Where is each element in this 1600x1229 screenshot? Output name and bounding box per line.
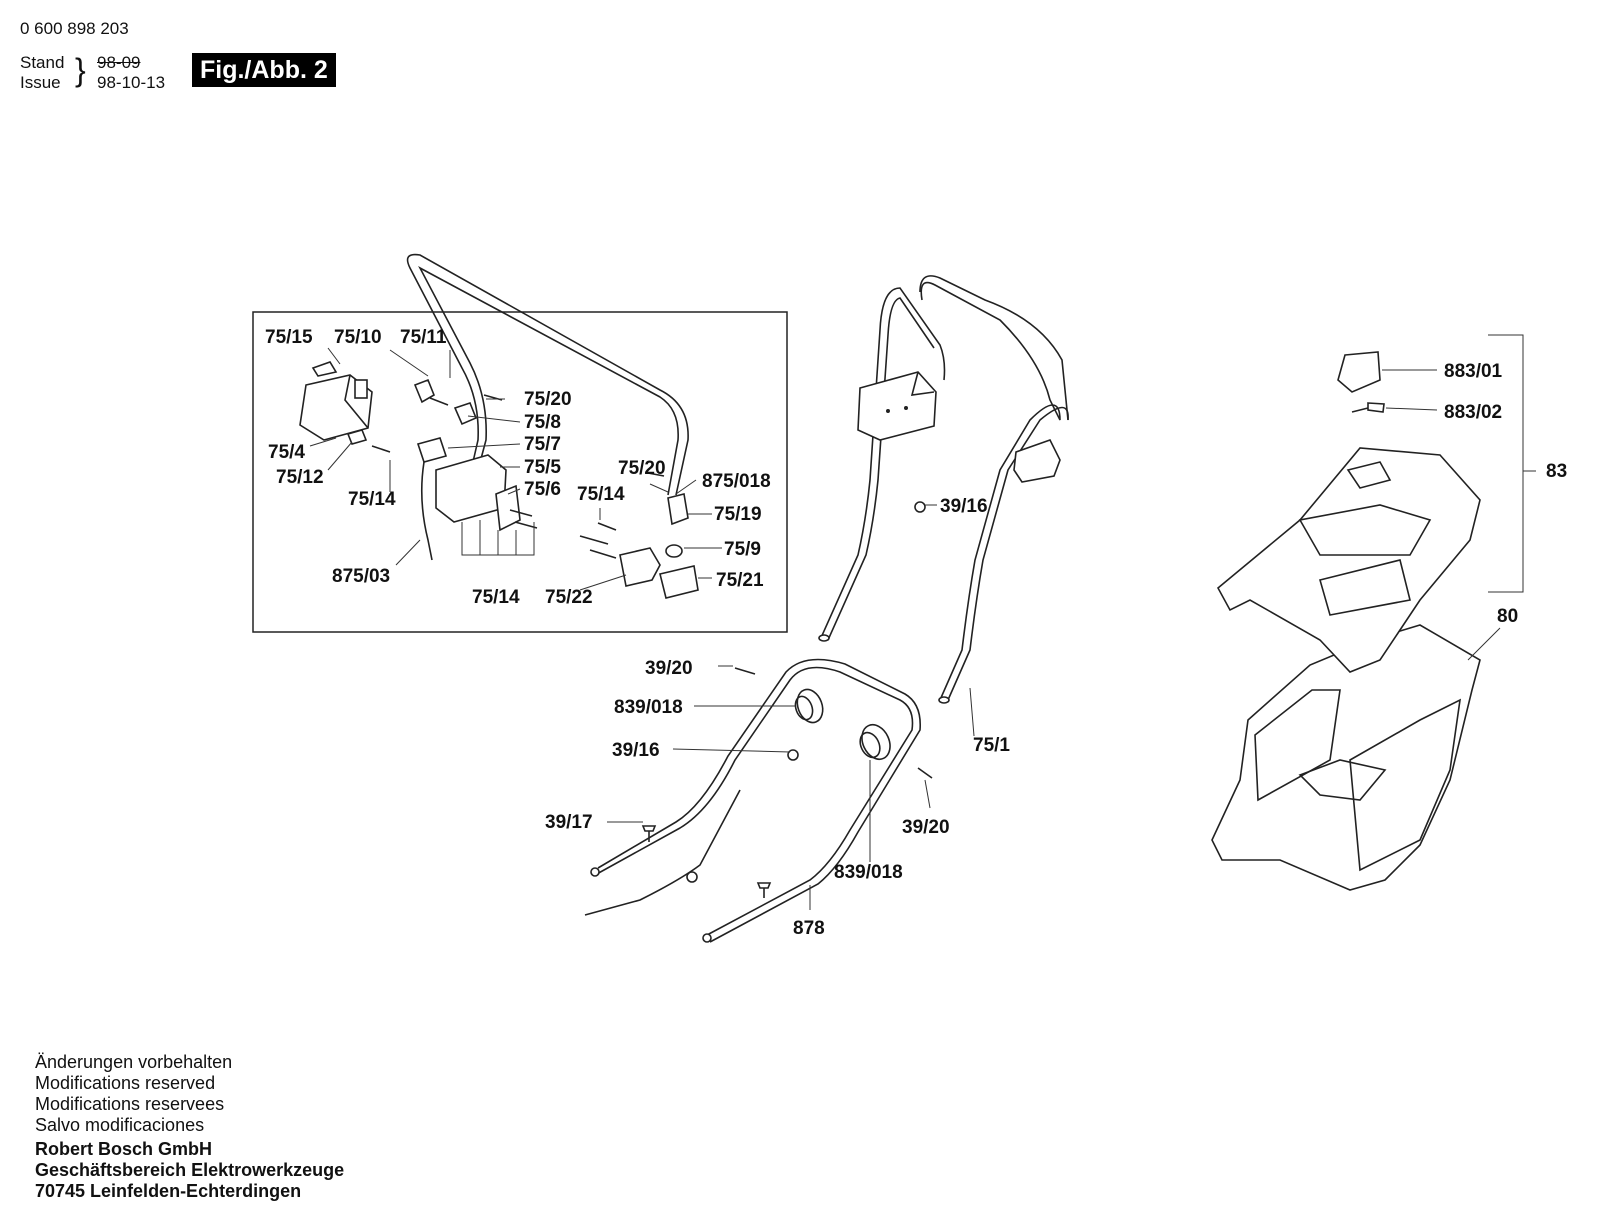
callout-878: 878 <box>793 918 825 939</box>
knob-839-018-upper <box>794 688 824 724</box>
callout-75-6: 75/6 <box>524 479 561 500</box>
figure-badge: Fig./Abb. 2 <box>192 53 336 87</box>
issue-date: 98-10-13 <box>97 73 166 92</box>
callout-75-19: 75/19 <box>714 504 762 525</box>
callout-75-9: 75/9 <box>724 539 761 560</box>
footer-line-en: Modifications reserved <box>35 1073 216 1093</box>
callout-75-14-mid: 75/14 <box>577 484 625 505</box>
footer-line-de: Änderungen vorbehalten <box>35 1052 233 1072</box>
leader-lines <box>309 347 1501 910</box>
callout-75-4: 75/4 <box>268 442 305 463</box>
footer-line-fr: Modifications reservees <box>35 1094 225 1114</box>
callout-75-1: 75/1 <box>973 735 1010 756</box>
callout-75-20-upper: 75/20 <box>524 389 572 410</box>
stand-date-struck: 98-09 <box>97 53 141 72</box>
brace-glyph: } <box>75 52 86 88</box>
callout-75-15: 75/15 <box>265 327 313 348</box>
callout-75-21: 75/21 <box>716 570 764 591</box>
grass-bag-cover-83 <box>1216 351 1481 673</box>
knob-839-018-lower <box>859 723 891 761</box>
grass-bag-80 <box>1211 624 1481 891</box>
footer-address: 70745 Leinfelden-Echterdingen <box>35 1181 302 1201</box>
stand-label: Stand <box>20 53 65 72</box>
footer-division: Geschäftsbereich Elektrowerkzeuge <box>35 1160 345 1180</box>
callout-875-018: 875/018 <box>702 471 771 492</box>
upper-handle-75-1 <box>406 253 1069 704</box>
inset-switch-parts <box>299 361 699 599</box>
callout-75-7: 75/7 <box>524 434 561 455</box>
callout-883-02: 883/02 <box>1444 402 1502 423</box>
callout-39-20-left: 39/20 <box>645 658 693 679</box>
callout-39-16-lower: 39/16 <box>612 740 660 761</box>
callout-39-20-right: 39/20 <box>902 817 950 838</box>
group-bracket-83 <box>1488 334 1524 593</box>
callout-75-22: 75/22 <box>545 587 593 608</box>
issue-label: Issue <box>20 73 61 92</box>
callout-39-16-upper: 39/16 <box>940 496 988 517</box>
callout-75-8: 75/8 <box>524 412 561 433</box>
callout-75-14-bottom: 75/14 <box>472 587 520 608</box>
callout-75-20-lower: 75/20 <box>618 458 666 479</box>
footer-company: Robert Bosch GmbH <box>35 1139 213 1159</box>
callout-883-01: 883/01 <box>1444 361 1503 382</box>
callout-839-018-upper: 839/018 <box>614 697 683 718</box>
callout-75-12: 75/12 <box>276 467 324 488</box>
callout-39-17: 39/17 <box>545 812 593 833</box>
callout-83: 83 <box>1546 461 1567 482</box>
callout-839-018-lower: 839/018 <box>834 862 903 883</box>
footer-line-es: Salvo modificaciones <box>35 1115 205 1135</box>
callout-75-5: 75/5 <box>524 457 561 478</box>
callout-80: 80 <box>1497 606 1518 627</box>
callout-75-14-left: 75/14 <box>348 489 396 510</box>
fasteners <box>641 501 933 898</box>
lower-handle-878 <box>584 658 922 943</box>
callout-75-11: 75/11 <box>400 327 447 348</box>
part-number: 0 600 898 203 <box>20 19 129 38</box>
callout-75-10: 75/10 <box>334 327 382 348</box>
callout-875-03: 875/03 <box>332 566 390 587</box>
